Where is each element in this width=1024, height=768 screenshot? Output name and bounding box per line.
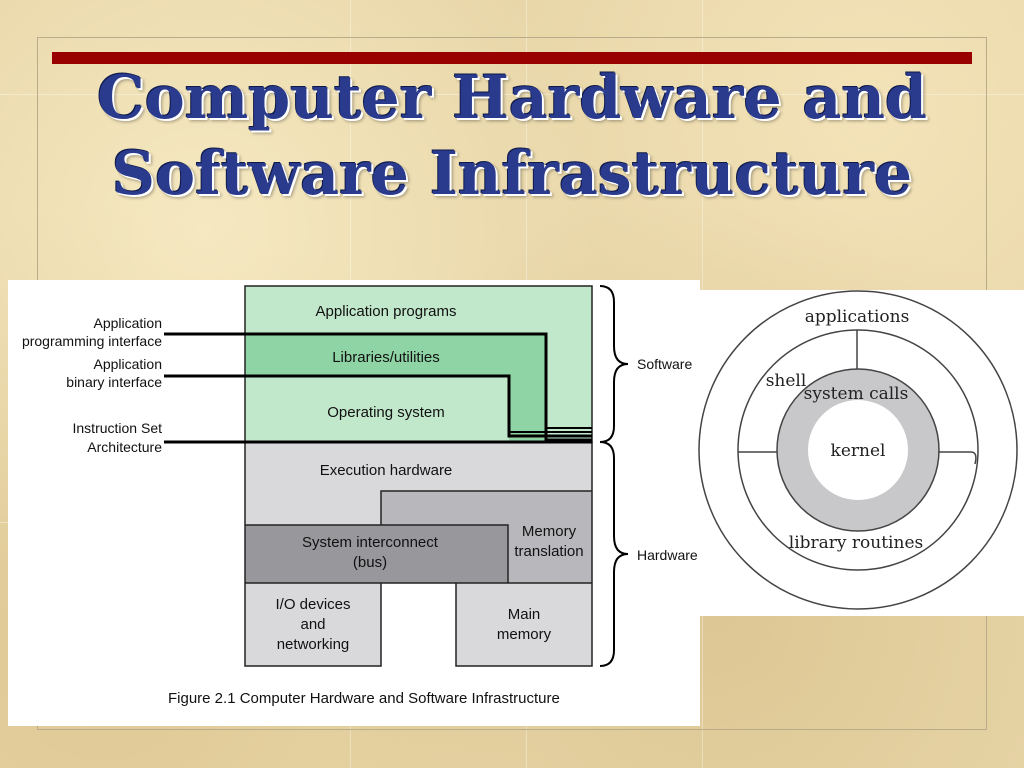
interface-lines: [164, 332, 592, 444]
layer-app-extension: [546, 334, 592, 442]
io-devices-label-3: networking: [277, 636, 350, 653]
abi-label-line-2: binary interface: [66, 374, 162, 390]
system-interconnect-label-2: (bus): [353, 554, 387, 571]
hardware-brace-icon: [599, 441, 629, 667]
slide-title: Computer Hardware and Software Infrastru…: [60, 60, 964, 212]
layer-application-programs: [245, 286, 592, 334]
figure-caption: Figure 2.1 Computer Hardware and Softwar…: [168, 690, 560, 707]
abi-label-line-1: Application: [94, 356, 163, 372]
io-devices-label-1: I/O devices: [275, 596, 350, 613]
applications-label: applications: [805, 307, 910, 327]
operating-system-label: Operating system: [327, 404, 445, 421]
title-accent-bar: [52, 52, 972, 64]
title-line-2: Software Infrastructure: [111, 139, 913, 209]
application-programs-label: Application programs: [316, 303, 457, 320]
main-memory-label-1: Main: [508, 606, 541, 623]
ring-dividers: [738, 330, 977, 465]
infrastructure-diagram: Application programming interface Applic…: [22, 285, 698, 707]
shell-label: shell: [766, 371, 807, 391]
isa-label-line-1: Instruction Set: [73, 420, 163, 436]
kernel-label: kernel: [831, 441, 886, 461]
api-line: [164, 332, 592, 442]
kernel-core: [808, 400, 908, 500]
software-label: Software: [637, 356, 692, 372]
background-seam: [0, 94, 1024, 95]
software-brace-icon: [599, 285, 629, 443]
os-ring-diagram: applications shell system calls kernel l…: [698, 290, 1018, 610]
libraries-label: Libraries/utilities: [332, 349, 440, 366]
memory-translation-label-2: translation: [514, 543, 583, 560]
layer-libraries: [245, 334, 592, 376]
system-interconnect-label-1: System interconnect: [302, 534, 439, 551]
layer-system-interconnect: [245, 525, 508, 583]
infrastructure-figure: Application programming interface Applic…: [8, 280, 700, 726]
system-calls-label: system calls: [804, 384, 909, 404]
isa-label-line-2: Architecture: [87, 439, 162, 455]
layer-operating-system: [245, 376, 509, 442]
main-memory-label-2: memory: [497, 626, 552, 643]
abi-line: [164, 374, 592, 438]
hardware-label: Hardware: [637, 547, 698, 563]
memory-translation-label-1: Memory: [522, 523, 577, 540]
execution-hardware-label: Execution hardware: [320, 462, 453, 479]
io-devices-label-2: and: [300, 616, 325, 633]
title-line-1: Computer Hardware and: [96, 63, 927, 133]
library-routines-label: library routines: [789, 533, 923, 553]
layer-main-memory: [456, 583, 592, 666]
layer-io-devices: [245, 583, 381, 666]
api-label-line-1: Application: [94, 315, 163, 331]
os-layers-figure: applications shell system calls kernel l…: [698, 290, 1024, 616]
brace-icons: [599, 285, 629, 667]
api-label-line-2: programming interface: [22, 333, 162, 349]
